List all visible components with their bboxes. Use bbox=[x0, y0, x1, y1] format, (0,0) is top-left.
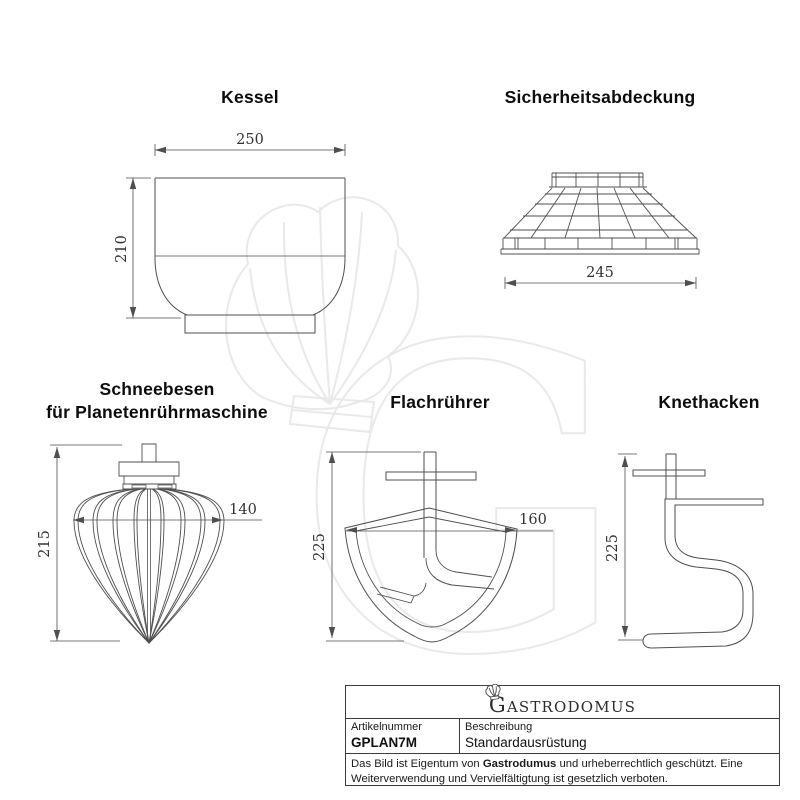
knethacken-height-dim: 225 bbox=[605, 534, 621, 562]
chef-hat-icon bbox=[485, 684, 501, 701]
fields-row: Artikelnummer GPLAN7M Beschreibung Stand… bbox=[346, 718, 779, 753]
sicherheitsabdeckung-drawing: 245 bbox=[500, 172, 700, 289]
schneebesen-drawing: 215 140 bbox=[37, 443, 262, 645]
kessel-width-dim: 250 bbox=[236, 132, 264, 148]
kessel-height-dim: 210 bbox=[114, 235, 130, 263]
watermark-g-letter: G bbox=[293, 259, 629, 748]
copyright-text-part1: Das Bild ist Eigentum von bbox=[351, 758, 483, 770]
copyright-brand: Gastrodumus bbox=[482, 758, 557, 770]
schneebesen-title-line1: Schneebesen bbox=[99, 379, 215, 399]
description-value: Standardausrüstung bbox=[465, 735, 587, 750]
article-cell: Artikelnummer GPLAN7M bbox=[346, 719, 460, 753]
info-table: GASTRODOMUS Artikelnummer GPLAN7M Beschr… bbox=[345, 684, 780, 789]
kessel-title: Kessel bbox=[221, 87, 279, 107]
flachruehrer-title: Flachrührer bbox=[390, 392, 490, 412]
schneebesen-height-dim: 215 bbox=[37, 530, 53, 558]
logo-wordmark: ASTRODOMUS bbox=[506, 698, 637, 716]
schneebesen-width-dim: 140 bbox=[229, 502, 257, 518]
schneebesen-title: Schneebesen für Planetenrührmaschine bbox=[17, 378, 297, 424]
copyright-text-part2: und urheberrechtlich geschützt. Eine Wei… bbox=[351, 758, 743, 785]
logo-row: GASTRODOMUS bbox=[346, 684, 779, 718]
flachruehrer-drawing: 225 160 bbox=[312, 451, 553, 643]
kessel-drawing: 250 210 bbox=[114, 132, 346, 334]
abdeckung-width-dim: 245 bbox=[586, 265, 614, 281]
knethacken-title: Knethacken bbox=[658, 392, 760, 412]
watermark-logo: G bbox=[225, 196, 630, 749]
copyright-row: Das Bild ist Eigentum von Gastrodumus un… bbox=[346, 753, 779, 789]
watermark-chef-hat-icon bbox=[225, 196, 419, 434]
sicherheitsabdeckung-title: Sicherheitsabdeckung bbox=[504, 87, 696, 107]
article-value: GPLAN7M bbox=[351, 735, 418, 750]
article-label: Artikelnummer bbox=[351, 721, 422, 733]
description-cell: Beschreibung Standardausrüstung bbox=[460, 719, 779, 753]
schneebesen-title-line2: für Planetenrührmaschine bbox=[46, 402, 268, 422]
flachruehrer-height-dim: 225 bbox=[312, 533, 328, 561]
flachruehrer-width-dim: 160 bbox=[519, 512, 547, 528]
description-label: Beschreibung bbox=[465, 721, 533, 733]
gastrodomus-logo: GASTRODOMUS bbox=[485, 684, 637, 716]
knethacken-drawing: 225 bbox=[605, 453, 764, 649]
